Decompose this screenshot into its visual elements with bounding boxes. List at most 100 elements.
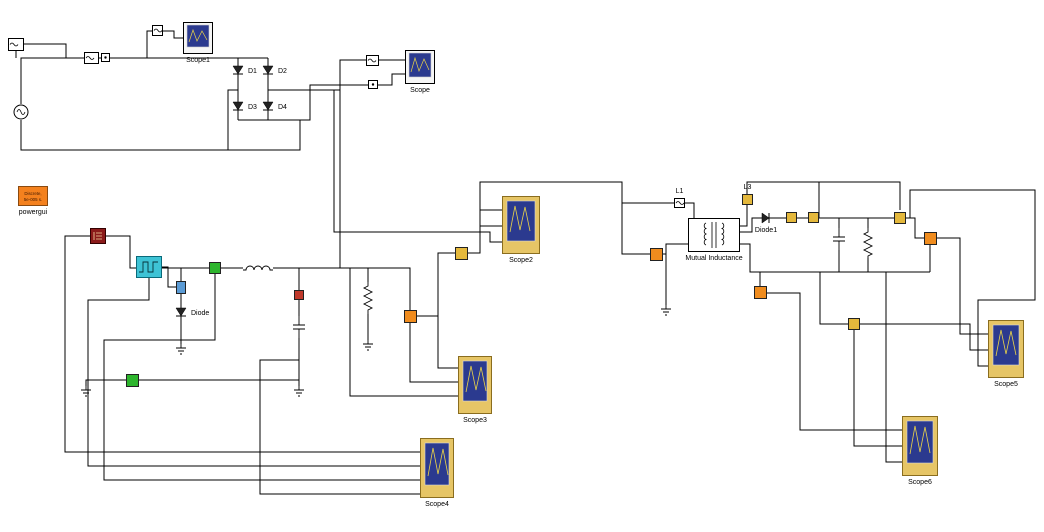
signal-wire[interactable] [818, 181, 901, 218]
signal-wire[interactable] [103, 274, 420, 481]
pwm-generator[interactable] [136, 256, 162, 278]
diode-d2[interactable] [261, 60, 275, 84]
ground4[interactable] [80, 386, 92, 397]
sensor-orange4[interactable] [924, 232, 937, 245]
capacitor2[interactable] [832, 228, 846, 250]
signal-wire[interactable] [909, 189, 1036, 367]
inductor[interactable] [243, 262, 273, 274]
sensor-yellow1[interactable] [455, 247, 468, 260]
sensor-blue[interactable] [176, 281, 186, 294]
diode[interactable] [174, 302, 188, 326]
scope1-label: Scope1 [186, 57, 210, 64]
signal-wire[interactable] [767, 292, 902, 431]
diode-d2-label: D2 [278, 68, 287, 75]
gain-block2[interactable] [368, 80, 378, 89]
signal-wire[interactable] [409, 323, 458, 383]
signal-wire[interactable] [259, 359, 420, 495]
sensor-green[interactable] [209, 262, 221, 274]
signal-wire[interactable] [417, 315, 458, 369]
signal-wire[interactable] [885, 272, 902, 463]
ground3[interactable] [362, 340, 374, 351]
diode-d4[interactable] [261, 96, 275, 120]
ground1[interactable] [175, 344, 187, 355]
signal-wire[interactable] [740, 205, 748, 227]
signal-wire[interactable] [937, 237, 988, 335]
signal-wire[interactable] [268, 59, 366, 91]
scope5[interactable] [988, 320, 1024, 378]
signal-wire[interactable] [740, 243, 930, 273]
signal-wire[interactable] [146, 30, 152, 58]
load-resistor[interactable] [362, 282, 374, 314]
sensor-orange3[interactable] [754, 286, 767, 299]
resistor2[interactable] [862, 228, 874, 258]
sensor-yellow5[interactable] [848, 318, 860, 330]
sensor-orange2[interactable] [650, 248, 663, 261]
svg-text:5e-005 s.: 5e-005 s. [24, 197, 42, 202]
inductor-l3[interactable] [742, 194, 753, 205]
mosfet[interactable] [90, 228, 106, 244]
scope[interactable] [405, 50, 435, 84]
mutual-inductance[interactable] [688, 218, 740, 252]
diode1[interactable] [758, 212, 774, 224]
powergui-label: powergui [18, 209, 48, 216]
scope6[interactable] [902, 416, 938, 476]
ground5[interactable] [660, 305, 672, 316]
signal-wire[interactable] [349, 268, 458, 397]
scope2[interactable] [502, 196, 540, 254]
diode-d1[interactable] [231, 60, 245, 84]
ground2[interactable] [293, 386, 305, 397]
scope1[interactable] [183, 22, 213, 54]
signal-wire[interactable] [746, 181, 819, 194]
scope3-label: Scope3 [463, 417, 487, 424]
signal-wire[interactable] [378, 73, 405, 86]
signal-wire[interactable] [162, 266, 176, 288]
signal-wire[interactable] [479, 181, 650, 255]
signal-wire[interactable] [268, 84, 368, 121]
signal-wire[interactable] [740, 217, 758, 233]
signal-wire[interactable] [85, 379, 126, 386]
inductor-l1-label: L1 [675, 188, 684, 195]
inductor-l1[interactable] [674, 198, 685, 208]
signal-wire[interactable] [64, 235, 420, 453]
scope4[interactable] [420, 438, 454, 498]
powergui[interactable]: Discrete,5e-005 s. [18, 186, 48, 206]
current-measurement[interactable] [84, 52, 99, 64]
diode-d3[interactable] [231, 96, 245, 120]
capacitor[interactable] [292, 316, 306, 338]
sensor-red[interactable] [294, 290, 304, 300]
signal-wire[interactable] [468, 209, 502, 254]
signal-wire[interactable] [20, 57, 84, 104]
scope4-label: Scope4 [425, 501, 449, 508]
signal-wire[interactable] [24, 43, 67, 58]
scope6-label: Scope6 [908, 479, 932, 486]
signal-wire[interactable] [163, 30, 183, 39]
voltage-measurement[interactable] [8, 38, 24, 51]
signal-wire[interactable] [368, 267, 411, 310]
signal-wire[interactable] [819, 272, 848, 325]
signal-wire[interactable] [87, 278, 420, 467]
voltage-measurement2[interactable] [366, 55, 379, 66]
signal-wire[interactable] [437, 252, 455, 316]
diode1-label: Diode1 [754, 227, 778, 234]
signal-wire[interactable] [227, 89, 238, 150]
ac-voltage-source[interactable] [13, 104, 29, 120]
signal-wire[interactable] [333, 90, 502, 243]
signal-wire[interactable] [860, 323, 988, 351]
mutual-inductance-label: Mutual Inductance [685, 255, 743, 262]
sensor-green2[interactable] [126, 374, 139, 387]
scope3[interactable] [458, 356, 492, 414]
sensor-yellow3[interactable] [808, 212, 819, 223]
signal-wire[interactable] [106, 235, 209, 269]
scope2-label: Scope2 [509, 257, 533, 264]
signal-wire[interactable] [685, 202, 695, 218]
signal-wire[interactable] [20, 120, 301, 151]
sensor-yellow4[interactable] [894, 212, 906, 224]
unit-delay[interactable] [152, 25, 163, 36]
sensor-yellow2[interactable] [786, 212, 797, 223]
gain-block[interactable] [101, 53, 110, 62]
sensor-orange1[interactable] [404, 310, 417, 323]
signal-wire[interactable] [663, 243, 688, 255]
